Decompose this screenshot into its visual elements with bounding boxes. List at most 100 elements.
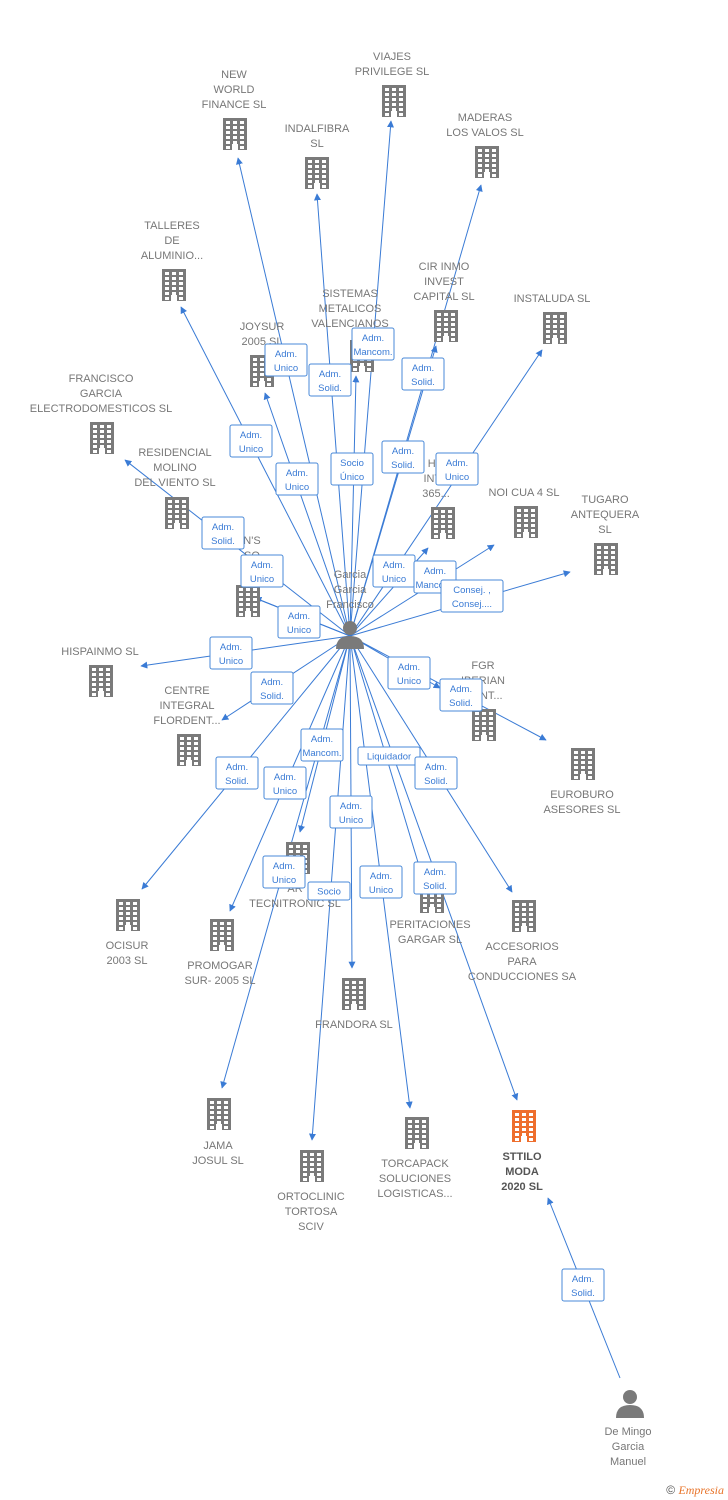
relation-label[interactable]: Adm.Unico xyxy=(435,452,479,486)
node-label-line: Manuel xyxy=(610,1456,646,1468)
node-label-line: ELECTRODOMESTICOS SL xyxy=(30,403,172,415)
person-node[interactable] xyxy=(336,621,364,649)
company-node[interactable] xyxy=(90,422,114,454)
relation-label-box xyxy=(275,462,319,496)
node-label-line: JOYSUR xyxy=(240,321,285,333)
node-label-line: 365... xyxy=(422,488,450,500)
company-node[interactable] xyxy=(305,157,329,189)
company-node[interactable] xyxy=(431,507,455,539)
node-label-line: TORCAPACK xyxy=(381,1158,449,1170)
company-node[interactable] xyxy=(512,1110,536,1142)
relation-label[interactable]: Adm.Solid. xyxy=(413,861,457,895)
building-icon xyxy=(162,269,186,301)
node-label-line: SOLUCIONES xyxy=(379,1173,451,1185)
relation-label[interactable]: Adm.Solid. xyxy=(308,363,352,397)
relation-label-text: Mancom. xyxy=(302,748,341,759)
relation-label-text: Unico xyxy=(273,786,297,797)
relation-label-box xyxy=(401,357,445,391)
company-node[interactable] xyxy=(475,146,499,178)
company-node[interactable] xyxy=(382,85,406,117)
relation-label[interactable]: Adm.Mancom. xyxy=(351,327,395,361)
node-label-line: PRIVILEGE SL xyxy=(355,66,430,78)
relation-label-box xyxy=(262,855,306,889)
company-node[interactable] xyxy=(236,585,260,617)
node-label-line: FLORDENT... xyxy=(153,715,220,727)
node-label-line: CAPITAL SL xyxy=(413,291,474,303)
company-node[interactable] xyxy=(342,978,366,1010)
building-icon xyxy=(89,665,113,697)
company-node[interactable] xyxy=(434,310,458,342)
building-icon xyxy=(512,900,536,932)
relation-label[interactable]: Adm.Unico xyxy=(387,656,431,690)
relation-label[interactable]: Adm.Unico xyxy=(372,554,416,588)
person-node[interactable] xyxy=(616,1390,644,1418)
relation-label[interactable]: Adm.Unico xyxy=(277,605,321,639)
company-node[interactable] xyxy=(571,748,595,780)
relation-label[interactable]: Adm.Solid. xyxy=(414,756,458,790)
company-node[interactable] xyxy=(405,1117,429,1149)
company-node[interactable] xyxy=(594,543,618,575)
relation-label[interactable]: Adm.Unico xyxy=(275,462,319,496)
company-node[interactable] xyxy=(177,734,201,766)
relation-label[interactable]: Adm.Solid. xyxy=(401,357,445,391)
company-node[interactable] xyxy=(210,919,234,951)
relation-label[interactable]: Adm.Unico xyxy=(209,636,253,670)
relation-label-text: Unico xyxy=(445,472,469,483)
relation-label-text: Socio xyxy=(340,458,364,469)
relation-label-box xyxy=(387,656,431,690)
relation-label[interactable]: Adm.Unico xyxy=(229,424,273,458)
company-node[interactable] xyxy=(223,118,247,150)
relation-label[interactable]: Adm.Unico xyxy=(359,865,403,899)
relation-edge xyxy=(349,375,360,637)
relation-label[interactable]: Adm.Unico xyxy=(329,795,373,829)
footer-brand[interactable]: © Empresia xyxy=(666,1483,724,1498)
company-node[interactable] xyxy=(207,1098,231,1130)
relation-label-box xyxy=(300,728,344,762)
relation-label[interactable]: Adm.Unico xyxy=(262,855,306,889)
relation-label[interactable]: Adm.Unico xyxy=(263,766,307,800)
relation-label[interactable]: Adm.Unico xyxy=(264,343,308,377)
relation-label[interactable]: Socio xyxy=(307,881,351,901)
building-icon xyxy=(342,978,366,1010)
relation-label[interactable]: Adm.Solid. xyxy=(201,516,245,550)
company-node[interactable] xyxy=(472,709,496,741)
relation-label-box xyxy=(330,452,374,486)
node-label: NOI CUA 4 SL xyxy=(489,487,560,499)
relation-label[interactable]: Adm.Solid. xyxy=(381,440,425,474)
company-node[interactable] xyxy=(89,665,113,697)
relation-label[interactable]: Adm.Unico xyxy=(240,554,284,588)
company-node[interactable] xyxy=(165,497,189,529)
relation-label-text: Solid. xyxy=(260,691,284,702)
company-node[interactable] xyxy=(512,900,536,932)
relation-label[interactable]: Liquidador xyxy=(357,746,421,766)
node-label-line: HISPAINMO SL xyxy=(61,646,138,658)
relation-label[interactable]: Adm.Solid. xyxy=(215,756,259,790)
company-node[interactable] xyxy=(116,899,140,931)
relation-label-text: Adm. xyxy=(212,522,234,533)
relation-label-text: Mancom. xyxy=(353,347,392,358)
node-label-line: GARGAR SL xyxy=(398,934,462,946)
node-label-line: LOGISTICAS... xyxy=(377,1188,452,1200)
relation-label-text: Único xyxy=(340,472,364,483)
relation-label[interactable]: Adm.Solid. xyxy=(561,1268,605,1302)
relation-label-box xyxy=(277,605,321,639)
node-label-line: CENTRE xyxy=(164,685,209,697)
company-node[interactable] xyxy=(514,506,538,538)
node-label-line: CIR INMO xyxy=(419,261,470,273)
relation-label-box xyxy=(264,343,308,377)
company-node[interactable] xyxy=(543,312,567,344)
relation-label[interactable]: Adm.Solid. xyxy=(250,671,294,705)
relation-label[interactable]: Adm.Mancom. xyxy=(300,728,344,762)
relation-label-text: Solid. xyxy=(423,881,447,892)
relation-label[interactable]: Adm.Solid. xyxy=(439,678,483,712)
node-label-line: EUROBURO xyxy=(550,789,614,801)
relation-label[interactable]: Consej. ,Consej.... xyxy=(440,579,504,613)
company-node[interactable] xyxy=(300,1150,324,1182)
company-node[interactable] xyxy=(162,269,186,301)
